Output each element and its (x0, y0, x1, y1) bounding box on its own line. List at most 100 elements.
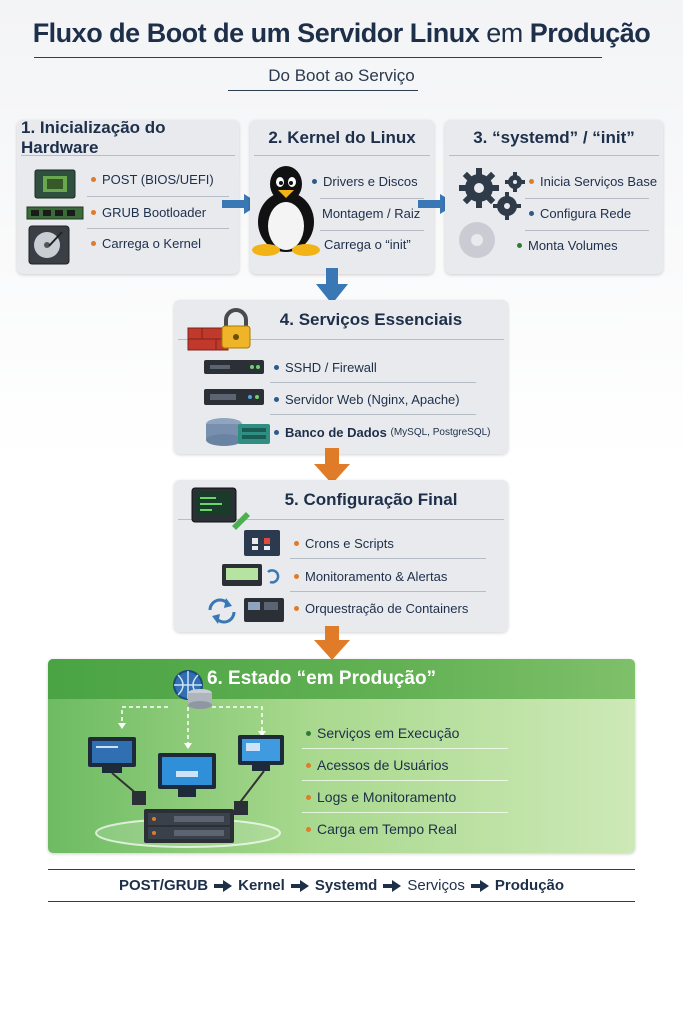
stage-2-item-1-label: Drivers e Discos (323, 174, 418, 189)
footer-flow: POST/GRUB Kernel Systemd Serviços Produç… (0, 877, 683, 894)
stage-3-item-2: Configura Rede (529, 206, 631, 221)
stage-3-item-3-label: Monta Volumes (528, 238, 618, 253)
stage-1-item-1: POST (BIOS/UEFI) (91, 172, 214, 187)
stage-1-hardware: 1. Inicialização do Hardware POST (BIOS/… (17, 118, 239, 274)
stage-1-item-1-label: POST (BIOS/UEFI) (102, 172, 214, 187)
title-underline (34, 57, 602, 58)
footer-step-1: POST/GRUB (118, 877, 209, 894)
footer-step-2: Kernel (238, 877, 285, 894)
stage-5-title: 5. Configuração Final (178, 480, 504, 520)
cron-scripts-icon (244, 530, 280, 556)
footer-step-5: Produção (494, 877, 565, 894)
stage-3-item-1-label: Inicia Serviços Base (540, 174, 658, 189)
divider (290, 558, 486, 559)
title-main: Fluxo de Boot de um Servidor Linux (32, 18, 480, 48)
page-title: Fluxo de Boot de um Servidor Linux em Pr… (0, 18, 683, 49)
stage-6-item-4: Carga em Tempo Real (306, 821, 457, 837)
stage-6-item-4-label: Carga em Tempo Real (317, 821, 457, 837)
stage-5-item-1-label: Crons e Scripts (305, 536, 394, 551)
arrow-right-icon (290, 879, 309, 892)
stage-5-config: 5. Configuração Final Crons e Scripts Mo… (174, 480, 508, 632)
footer-step-4: Serviços (407, 877, 465, 894)
stage-6-production: 6. Estado “em Produção” (48, 659, 635, 853)
arrow-down-icon (316, 268, 348, 304)
stage-2-item-2-label: Montagem / Raiz (322, 206, 421, 221)
production-network-illustration (88, 670, 284, 848)
stage-6-item-2: Acessos de Usuários (306, 757, 449, 773)
footer-top-rule (48, 869, 635, 870)
stage-5-item-2: Monitoramento & Alertas (294, 569, 447, 584)
footer-bottom-rule (48, 901, 635, 902)
divider (525, 198, 649, 199)
monitoring-icon (222, 564, 280, 586)
stage-6-item-2-label: Acessos de Usuários (317, 757, 449, 773)
stage-6-title: 6. Estado “em Produção” (48, 659, 635, 699)
stage-5-title-text: 5. Configuração Final (284, 489, 458, 509)
arrow-right-icon (383, 879, 402, 892)
stage-2-item-3-label: Carrega o “init” (324, 237, 411, 252)
gears-icon (459, 168, 525, 258)
stage-4-services: 4. Serviços Essenciais SSHD / Firewall S… (174, 300, 508, 454)
divider (302, 748, 508, 749)
title-end: Produção (529, 18, 651, 48)
stage-4-title: 4. Serviços Essenciais (178, 300, 504, 340)
stage-4-item-3: Banco de Dados (MySQL, PostgreSQL) (274, 425, 491, 440)
stage-1-item-3-label: Carrega o Kernel (102, 236, 201, 251)
divider (290, 591, 486, 592)
stage-1-item-2-label: GRUB Bootloader (102, 205, 207, 220)
stage-2-item-3: Carrega o “init” (324, 237, 411, 252)
divider (270, 382, 476, 383)
stage-3-systemd: 3. “systemd” / “init” Inicia Serviços Ba… (445, 120, 663, 274)
stage-2-title: 2. Kernel do Linux (254, 120, 430, 156)
stage-2-item-1: Drivers e Discos (312, 174, 418, 189)
stage-1-item-2: GRUB Bootloader (91, 205, 206, 220)
web-server-icon (204, 389, 264, 405)
divider (320, 198, 424, 199)
lock-firewall-icon (187, 308, 251, 351)
arrow-down-icon (314, 626, 350, 660)
stage-4-item-1: SSHD / Firewall (274, 360, 377, 375)
stage-5-item-1: Crons e Scripts (294, 536, 394, 551)
terminal-icon (191, 487, 250, 530)
stage-2-item-2: Montagem / Raiz (322, 206, 420, 221)
stage-3-item-1: Inicia Serviços Base (529, 174, 657, 189)
stage-2-kernel: 2. Kernel do Linux Drivers e Discos Mont… (250, 120, 434, 274)
stage-6-item-3: Logs e Monitoramento (306, 789, 456, 805)
stage-4-title-text: 4. Serviços Essenciais (279, 309, 463, 329)
stage-5-item-3-label: Orquestração de Containers (305, 601, 469, 616)
title-em: em (486, 18, 523, 48)
stage-5-item-2-label: Monitoramento & Alertas (305, 569, 448, 584)
stage-6-item-1-label: Serviços em Execução (317, 725, 460, 741)
divider (87, 196, 229, 197)
database-icon (206, 418, 270, 446)
cpu-chip-icon (34, 169, 76, 199)
stage-1-item-3: Carrega o Kernel (91, 236, 201, 251)
stage-1-title: 1. Inicialização do Hardware (21, 118, 235, 157)
subtitle-underline (228, 90, 418, 91)
stage-6-item-3-label: Logs e Monitoramento (317, 789, 457, 805)
arrow-down-icon (314, 448, 350, 484)
arrow-right-icon (214, 879, 233, 892)
stage-3-item-2-label: Configura Rede (540, 206, 632, 221)
page-subtitle: Do Boot ao Serviço (268, 66, 415, 85)
tux-penguin-icon (252, 166, 320, 256)
arrow-right-icon (470, 879, 489, 892)
divider (270, 414, 476, 415)
footer-step-3: Systemd (314, 877, 378, 894)
stage-4-db-detail: (MySQL, PostgreSQL) (390, 427, 491, 438)
stage-4-db-label: Banco de Dados (285, 425, 387, 440)
stage-4-item-1-label: SSHD / Firewall (285, 360, 377, 375)
stage-3-item-3: Monta Volumes (517, 238, 618, 253)
containers-refresh-icon (208, 598, 284, 624)
stage-5-item-3: Orquestração de Containers (294, 601, 468, 616)
stage-3-title: 3. “systemd” / “init” (449, 120, 659, 156)
stage-4-item-2: Servidor Web (Nginx, Apache) (274, 392, 460, 407)
stage-4-item-2-label: Servidor Web (Nginx, Apache) (285, 392, 460, 407)
divider (302, 812, 508, 813)
stage-6-item-1: Serviços em Execução (306, 725, 459, 741)
divider (525, 230, 649, 231)
divider (302, 780, 508, 781)
server-icon (204, 360, 264, 374)
divider (320, 230, 424, 231)
ram-module-icon (26, 206, 84, 220)
